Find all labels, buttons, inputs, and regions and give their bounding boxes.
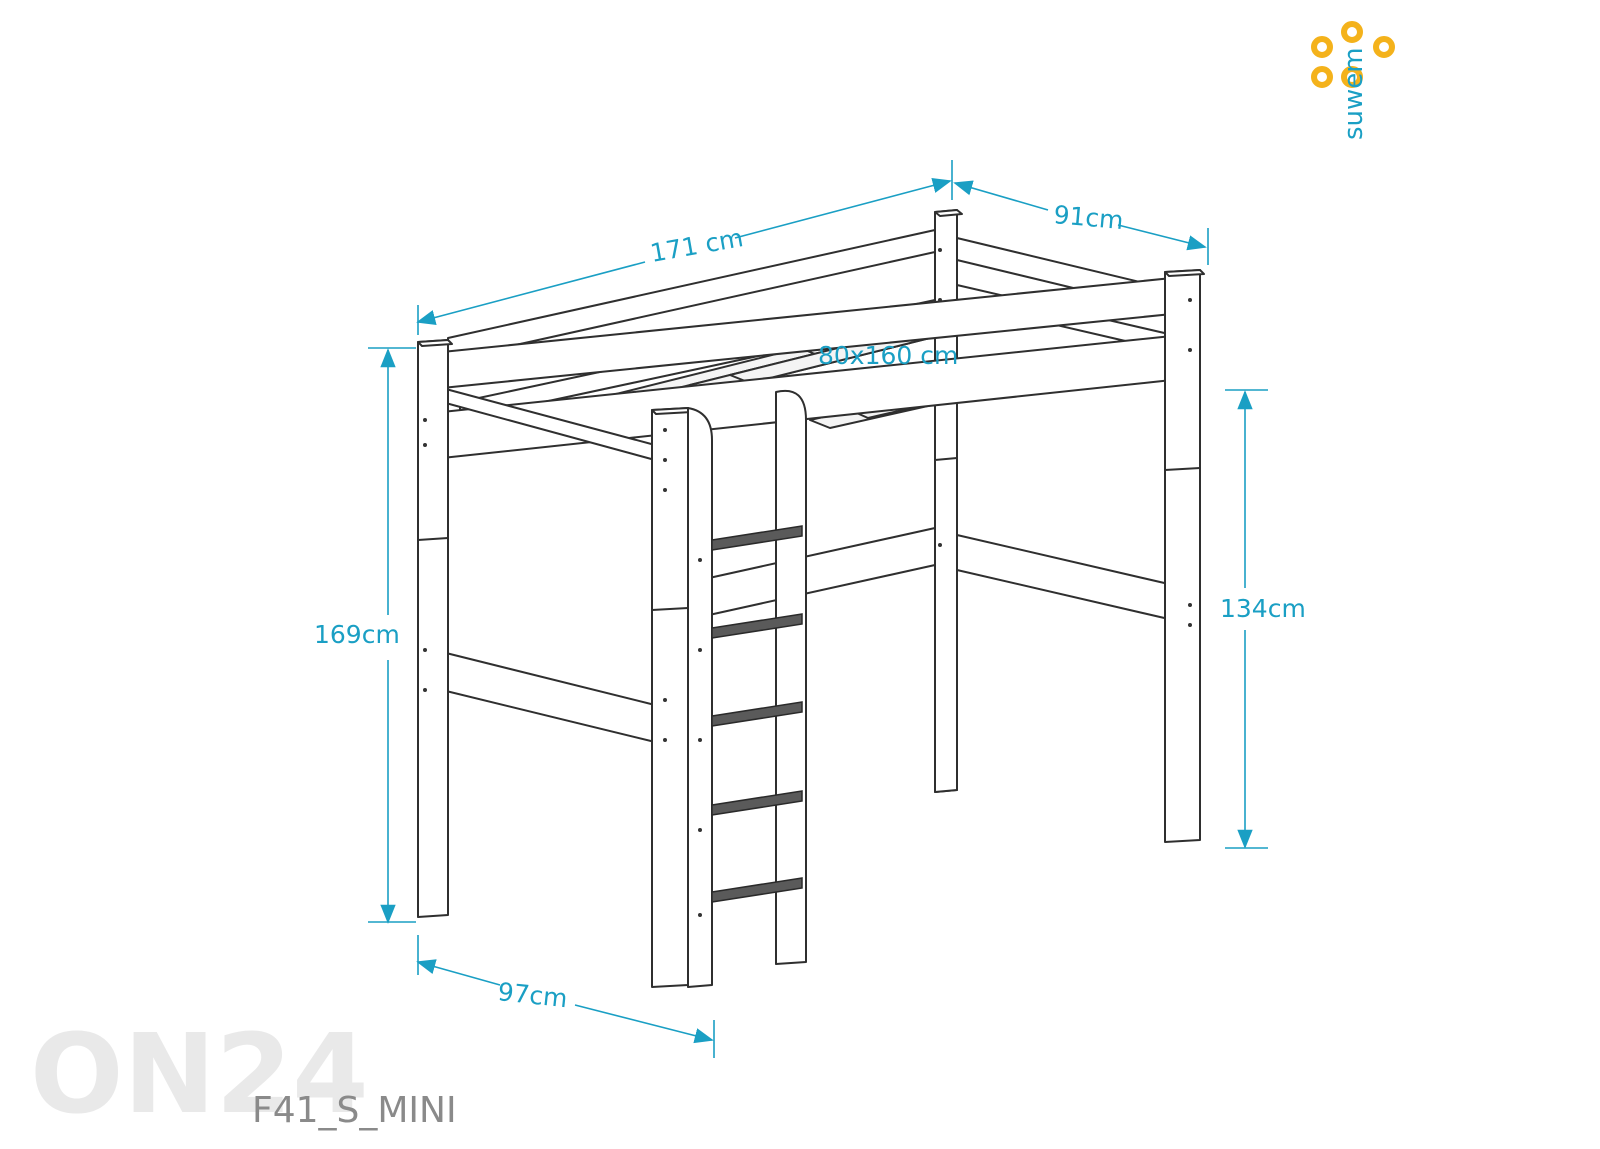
ladder [687, 389, 807, 988]
brand-name: suwem [1339, 47, 1369, 140]
dim-mattress-label: 80x160 cm [818, 341, 958, 370]
flower-icon [1311, 21, 1395, 88]
screw-holes [423, 248, 1192, 742]
dim-length-label: 171 cm [648, 223, 745, 268]
bed-frame [417, 209, 1205, 988]
dim-total-height-label: 169cm [314, 620, 400, 649]
dim-width-label: 91cm [1052, 200, 1124, 235]
dim-depth-label: 97cm [496, 977, 569, 1013]
suwem-logo: suwem [1311, 21, 1395, 140]
dimension-lines [368, 160, 1268, 1058]
watermark: ON24 [30, 1010, 369, 1138]
model-code: F41_S_MINI [252, 1090, 457, 1131]
dim-under-height-label: 134cm [1220, 594, 1306, 623]
